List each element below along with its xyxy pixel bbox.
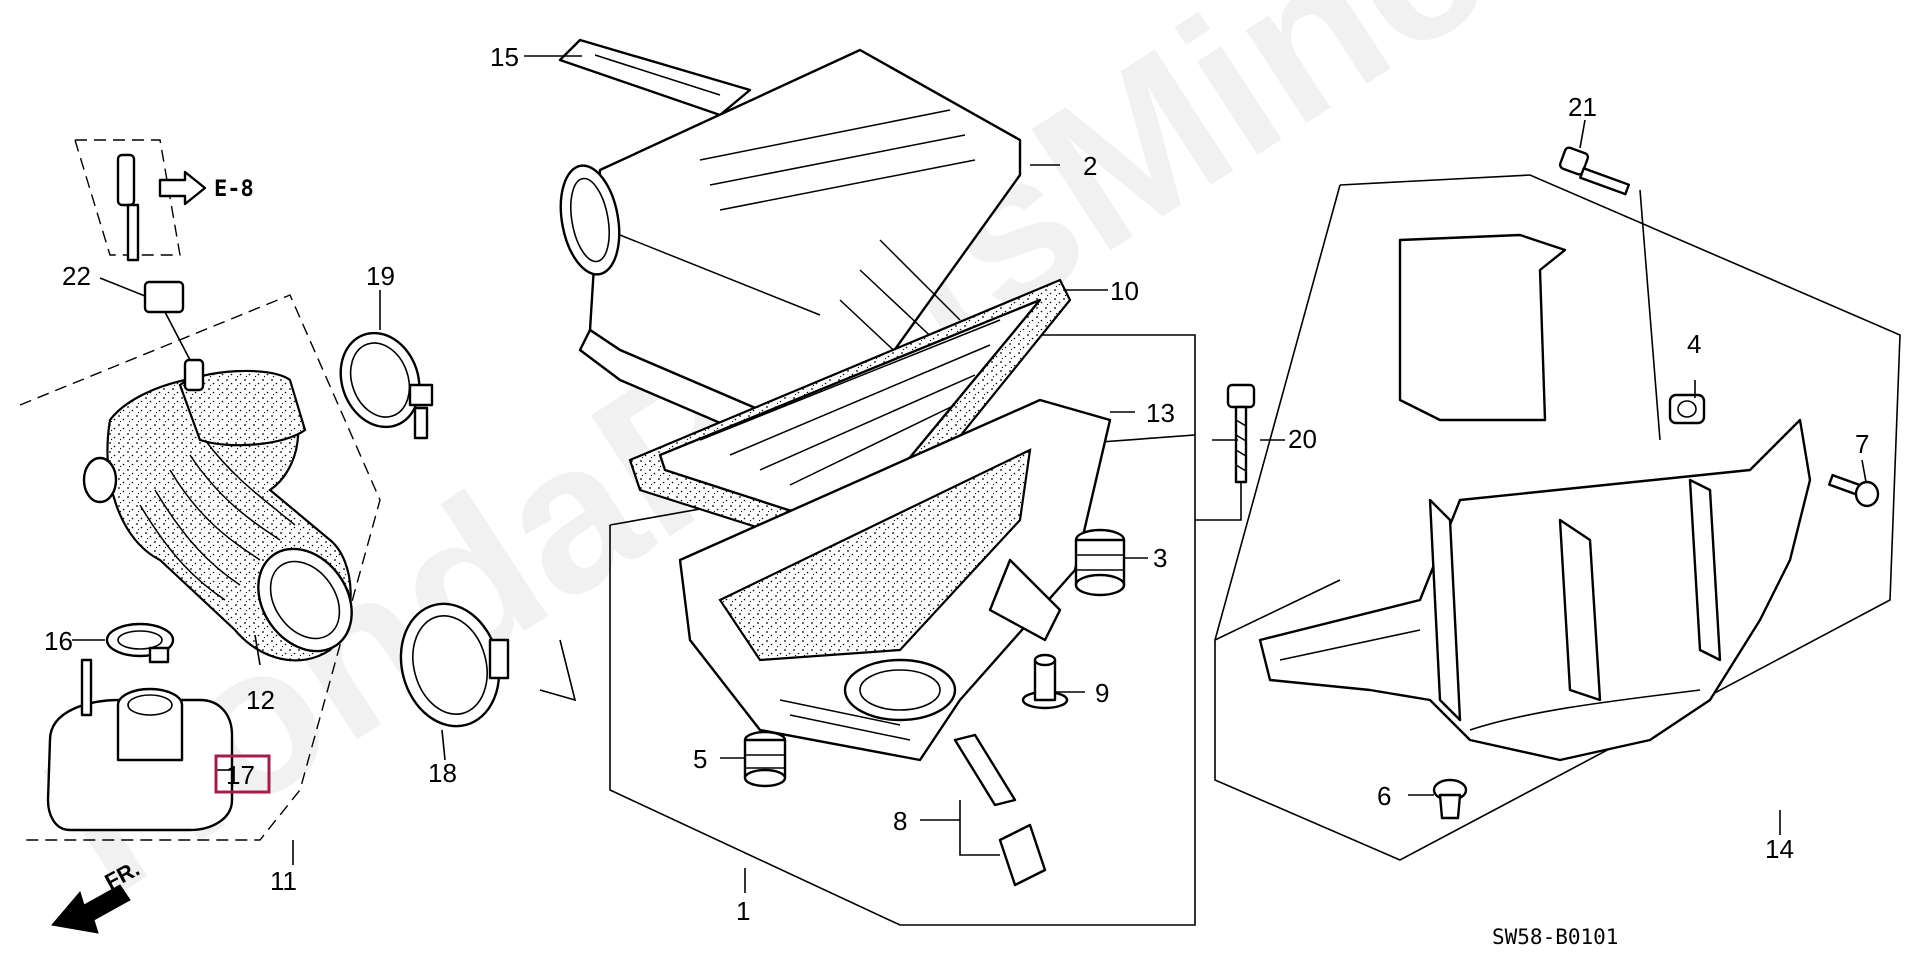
callout-16[interactable]: 16 <box>44 626 73 656</box>
callout-7[interactable]: 7 <box>1855 429 1869 459</box>
callout-17[interactable]: 17 <box>226 760 255 790</box>
part-7-bolt <box>1827 473 1880 508</box>
callout-4[interactable]: 4 <box>1687 329 1701 359</box>
callout-18[interactable]: 18 <box>428 758 457 788</box>
callout-10[interactable]: 10 <box>1110 276 1139 306</box>
part-17-resonator <box>46 658 234 832</box>
callout-12[interactable]: 12 <box>246 685 275 715</box>
part-5-grommet <box>743 730 787 788</box>
part-13-lower-case <box>678 398 1112 762</box>
callout-14[interactable]: 14 <box>1765 834 1794 864</box>
callout-8[interactable]: 8 <box>893 806 907 836</box>
callout-17-highlight[interactable]: 17 <box>214 754 271 794</box>
callout-22[interactable]: 22 <box>62 261 91 291</box>
callout-6[interactable]: 6 <box>1377 781 1391 811</box>
intake-group-outline <box>19 139 381 841</box>
reference-arrow-icon <box>158 170 207 206</box>
part-9-collar <box>1021 653 1069 710</box>
part-8-clips <box>953 733 1047 887</box>
callout-5[interactable]: 5 <box>693 744 707 774</box>
figure-code: SW58-B0101 <box>1492 925 1618 949</box>
callout-21[interactable]: 21 <box>1568 92 1597 122</box>
callout-2[interactable]: 2 <box>1083 151 1097 181</box>
part-18-band <box>399 602 510 728</box>
part-21-bolt <box>1558 146 1661 441</box>
front-direction-arrow-icon <box>51 884 131 934</box>
callout-11[interactable]: 11 <box>270 866 297 896</box>
callout-13[interactable]: 13 <box>1146 398 1175 428</box>
part-4-grommet <box>1668 393 1706 425</box>
leader-lines <box>72 55 1867 893</box>
part-20-bolt <box>1195 383 1256 521</box>
callout-1[interactable]: 1 <box>736 896 750 926</box>
part-12-intake-tube <box>82 358 353 662</box>
reference-label: E-8 <box>214 177 254 202</box>
part-14-duct <box>1258 233 1812 762</box>
callout-19[interactable]: 19 <box>366 261 395 291</box>
part-6-clip <box>1432 778 1468 820</box>
callout-20[interactable]: 20 <box>1288 424 1317 454</box>
part-16-clamp <box>105 622 175 664</box>
part-19-band <box>339 331 434 440</box>
part-3-grommet <box>1074 528 1126 597</box>
part-22-connector <box>116 153 191 361</box>
callout-9[interactable]: 9 <box>1095 678 1109 708</box>
part-15-label <box>558 38 752 117</box>
callout-3[interactable]: 3 <box>1153 543 1167 573</box>
callout-15[interactable]: 15 <box>490 42 519 72</box>
part-10-filter <box>628 278 1072 562</box>
